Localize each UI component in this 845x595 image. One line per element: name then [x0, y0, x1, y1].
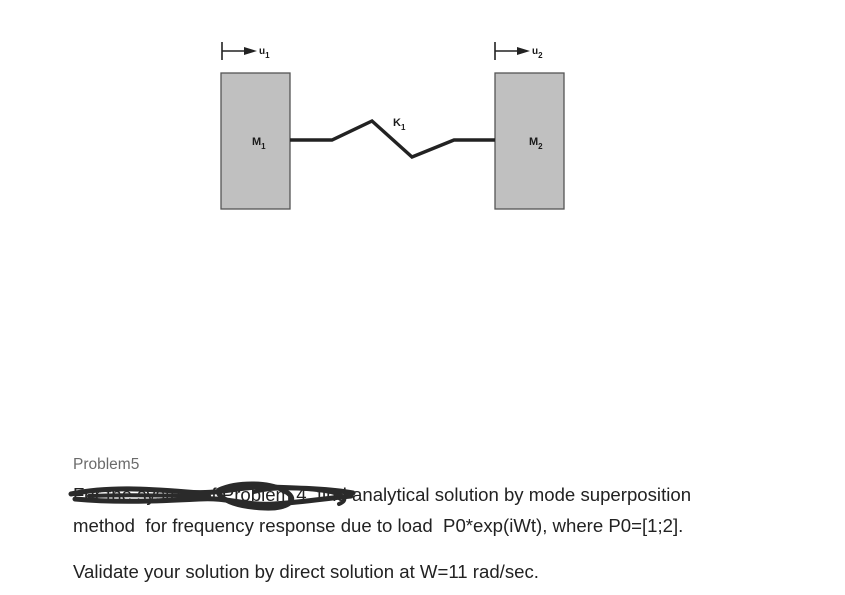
mass-1-label: M1 — [252, 136, 266, 151]
displacement-1-label: u1 — [259, 46, 270, 60]
displacement-2-label: u2 — [532, 46, 543, 60]
mass-2-label: M2 — [529, 136, 543, 151]
displacement-arrow-1 — [221, 42, 257, 60]
problem-text-line-1-rest: . find analytical solution by mode super… — [306, 484, 692, 505]
displacement-arrow-2 — [494, 42, 530, 60]
spring-k1 — [290, 118, 495, 159]
problem-text-line-3: Validate your solution by direct solutio… — [73, 561, 539, 582]
problem-heading: Problem5 — [73, 456, 140, 473]
problem-text-line-1: For the system of Problem 4 . find analy… — [68, 481, 692, 511]
redacted-text: For the system of Problem 4 — [68, 481, 356, 511]
problem-text-line-2: method for frequency response due to loa… — [73, 515, 684, 536]
two-mass-spring-diagram: M1 M2 K1 u1 u2 — [220, 42, 565, 210]
redaction-scribble — [68, 481, 356, 511]
mass-2-block — [494, 72, 565, 210]
spring-label: K1 — [393, 117, 406, 132]
mass-1-block — [220, 72, 291, 210]
